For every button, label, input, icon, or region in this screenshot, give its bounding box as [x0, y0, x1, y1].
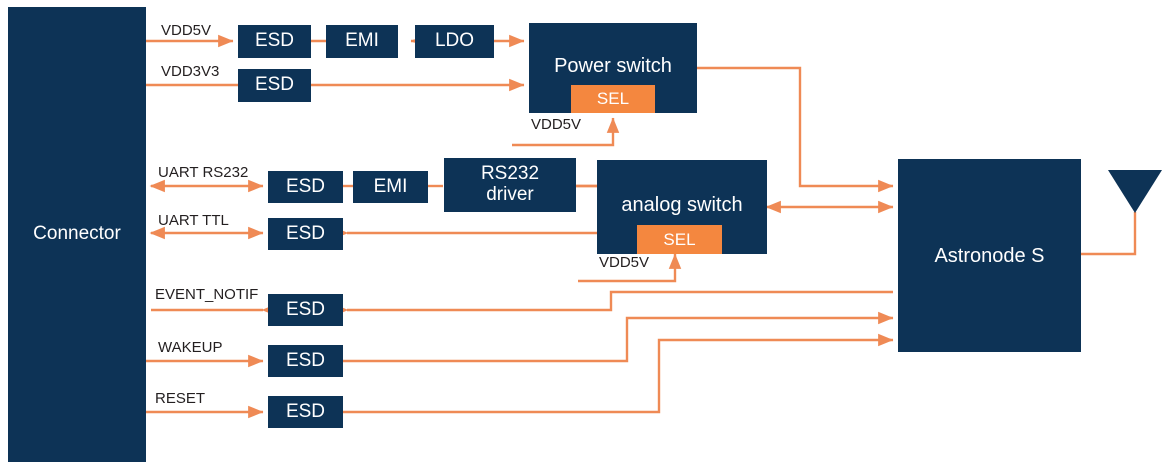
label-event-notif: EVENT_NOTIF — [155, 286, 259, 303]
label-wakeup: WAKEUP — [158, 339, 223, 356]
block-esd-reset[interactable]: ESD — [268, 396, 343, 428]
block-ldo[interactable]: LDO — [415, 25, 494, 58]
label-sel-supply-analog: VDD5V — [599, 254, 650, 271]
block-emi-power[interactable]: EMI — [326, 25, 398, 58]
antenna-icon — [1108, 170, 1162, 213]
block-esd-wakeup[interactable]: ESD — [268, 345, 343, 377]
wire-astronode-to-antenna — [1081, 212, 1137, 256]
block-esd-uart-ttl[interactable]: ESD — [268, 218, 343, 250]
wire-esd-reset-to-astronode — [343, 333, 894, 414]
block-esd-vdd3v3[interactable]: ESD — [238, 69, 311, 102]
block-rs232-driver[interactable]: RS232 driver — [444, 158, 576, 212]
block-emi-uart[interactable]: EMI — [353, 171, 428, 203]
block-analog-switch-sel[interactable]: SEL — [637, 225, 722, 254]
rs232-driver-line-2: driver — [486, 184, 534, 205]
block-esd-vdd5v[interactable]: ESD — [238, 25, 311, 58]
label-vdd3v3: VDD3V3 — [161, 63, 220, 80]
wire-esd-wakeup-to-astronode — [343, 311, 894, 363]
block-astronode-s[interactable]: Astronode S — [898, 159, 1081, 352]
label-reset: RESET — [155, 390, 206, 407]
block-power-switch-sel[interactable]: SEL — [571, 85, 655, 113]
wire-astronode-to-esd-event-notif — [333, 290, 893, 317]
label-sel-supply-power: VDD5V — [531, 116, 582, 133]
block-esd-event-notif[interactable]: ESD — [268, 294, 343, 326]
label-uart-ttl: UART TTL — [158, 212, 229, 229]
block-esd-uart-rs232[interactable]: ESD — [268, 171, 343, 203]
label-vdd5v: VDD5V — [161, 22, 212, 39]
label-uart-rs232: UART RS232 — [158, 164, 249, 181]
rs232-driver-line-1: RS232 — [480, 163, 540, 185]
block-connector[interactable]: Connector — [8, 7, 146, 462]
